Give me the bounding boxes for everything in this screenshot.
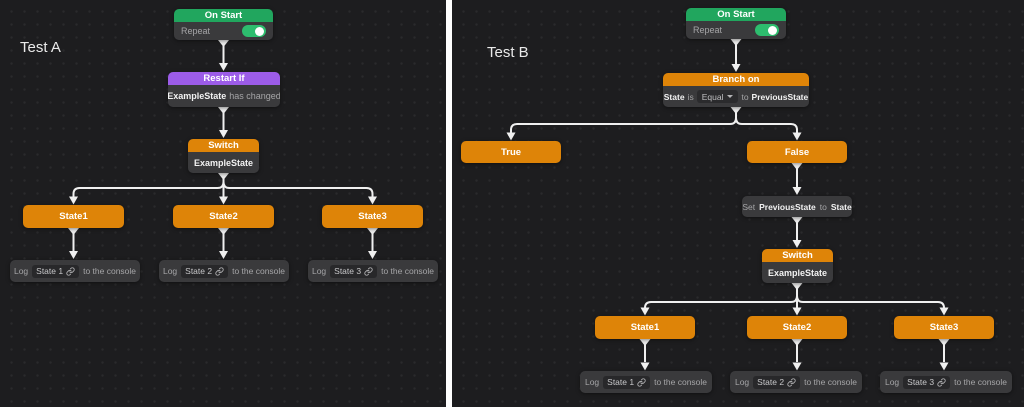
b-branch-on-node[interactable]: Branch on State is Equal to PreviousStat… <box>663 73 809 107</box>
a-state3-label: State3 <box>358 211 387 222</box>
b-set-label: Set <box>742 201 756 212</box>
a-restart-if-title: Restart If <box>168 72 280 85</box>
panel-test-a <box>0 0 446 407</box>
toggle-knob <box>768 25 777 35</box>
b-set-to: to <box>819 201 827 212</box>
a-log2-value: State 2 <box>185 266 213 276</box>
a-log2-prefix: Log <box>162 266 178 276</box>
b-false-label: False <box>784 146 810 158</box>
b-true-label: True <box>500 146 522 158</box>
a-state2-node[interactable]: State2 <box>173 205 274 228</box>
a-log3-value: State 3 <box>334 266 362 276</box>
a-log1-node[interactable]: Log State 1 to the console <box>10 260 140 282</box>
b-on-start-node[interactable]: On Start Repeat <box>686 8 786 39</box>
link-icon <box>637 377 646 387</box>
a-log1-suffix: to the console <box>83 266 137 276</box>
a-state3-node[interactable]: State3 <box>322 205 423 228</box>
b-log1-value: State 1 <box>607 377 635 387</box>
b-state1-node[interactable]: State1 <box>595 316 695 339</box>
b-set-variable: PreviousState <box>759 201 816 212</box>
panel-test-b <box>452 0 1024 407</box>
b-operator-value: Equal <box>701 91 724 102</box>
link-icon <box>66 266 75 276</box>
b-repeat-label: Repeat <box>693 25 723 35</box>
a-restart-variable: ExampleState <box>168 91 227 101</box>
a-switch-variable: ExampleState <box>193 157 254 168</box>
link-icon <box>787 377 796 387</box>
a-log3-suffix: to the console <box>381 266 435 276</box>
a-switch-title: Switch <box>188 139 259 152</box>
b-log1-suffix: to the console <box>654 377 708 387</box>
b-switch-title: Switch <box>762 249 833 262</box>
b-branch-rhs: PreviousState <box>751 91 809 102</box>
b-log3-suffix: to the console <box>954 377 1008 387</box>
a-restart-if-node[interactable]: Restart If ExampleState has changed <box>168 72 280 107</box>
b-state3-label: State3 <box>929 322 959 333</box>
b-branch-lhs: State <box>663 91 685 102</box>
a-on-start-node[interactable]: On Start Repeat <box>174 9 273 40</box>
b-log1-prefix: Log <box>584 377 600 387</box>
a-switch-node[interactable]: Switch ExampleState <box>188 139 259 173</box>
b-log2-value-chip[interactable]: State 2 <box>753 375 801 389</box>
a-on-start-title: On Start <box>174 9 273 22</box>
b-log1-value-chip[interactable]: State 1 <box>603 375 651 389</box>
a-log1-value-chip[interactable]: State 1 <box>32 264 80 278</box>
b-branch-is: is <box>687 91 694 102</box>
b-false-node[interactable]: False <box>747 141 847 163</box>
b-state2-label: State2 <box>782 322 812 333</box>
link-icon <box>215 266 224 276</box>
b-log3-prefix: Log <box>884 377 900 387</box>
chevron-down-icon <box>727 95 734 98</box>
link-icon <box>937 377 946 387</box>
b-true-node[interactable]: True <box>461 141 561 163</box>
test-b-title: Test B <box>487 44 529 61</box>
b-log1-node[interactable]: Log State 1 to the console <box>580 371 712 393</box>
a-state1-label: State1 <box>59 211 88 222</box>
a-repeat-toggle[interactable] <box>242 25 266 37</box>
link-icon <box>364 266 373 276</box>
a-restart-condition: has changed <box>229 91 280 101</box>
b-operator-dropdown[interactable]: Equal <box>696 90 739 103</box>
a-log2-suffix: to the console <box>232 266 286 276</box>
b-log3-node[interactable]: Log State 3 to the console <box>880 371 1012 393</box>
test-a-title: Test A <box>20 39 61 56</box>
a-state2-label: State2 <box>209 211 238 222</box>
a-state1-node[interactable]: State1 <box>23 205 124 228</box>
b-log2-value: State 2 <box>757 377 785 387</box>
b-switch-node[interactable]: Switch ExampleState <box>762 249 833 283</box>
b-state2-node[interactable]: State2 <box>747 316 847 339</box>
b-set-value: State <box>830 201 852 212</box>
a-log3-node[interactable]: Log State 3 to the console <box>308 260 438 282</box>
b-repeat-toggle[interactable] <box>755 24 779 36</box>
b-state1-label: State1 <box>630 322 660 333</box>
b-branch-to: to <box>741 91 749 102</box>
b-log2-prefix: Log <box>734 377 750 387</box>
b-branch-on-title: Branch on <box>663 73 809 86</box>
a-log1-prefix: Log <box>13 266 29 276</box>
a-log2-node[interactable]: Log State 2 to the console <box>159 260 289 282</box>
b-switch-variable: ExampleState <box>767 267 828 278</box>
b-log2-node[interactable]: Log State 2 to the console <box>730 371 862 393</box>
a-log2-value-chip[interactable]: State 2 <box>181 264 229 278</box>
b-log3-value: State 3 <box>907 377 935 387</box>
a-log3-prefix: Log <box>311 266 327 276</box>
b-set-variable-node[interactable]: Set PreviousState to State <box>742 196 852 217</box>
b-log2-suffix: to the console <box>804 377 858 387</box>
b-on-start-title: On Start <box>686 8 786 21</box>
a-log3-value-chip[interactable]: State 3 <box>330 264 378 278</box>
a-repeat-label: Repeat <box>181 26 211 36</box>
b-state3-node[interactable]: State3 <box>894 316 994 339</box>
toggle-knob <box>255 26 264 36</box>
b-log3-value-chip[interactable]: State 3 <box>903 375 951 389</box>
a-log1-value: State 1 <box>36 266 64 276</box>
